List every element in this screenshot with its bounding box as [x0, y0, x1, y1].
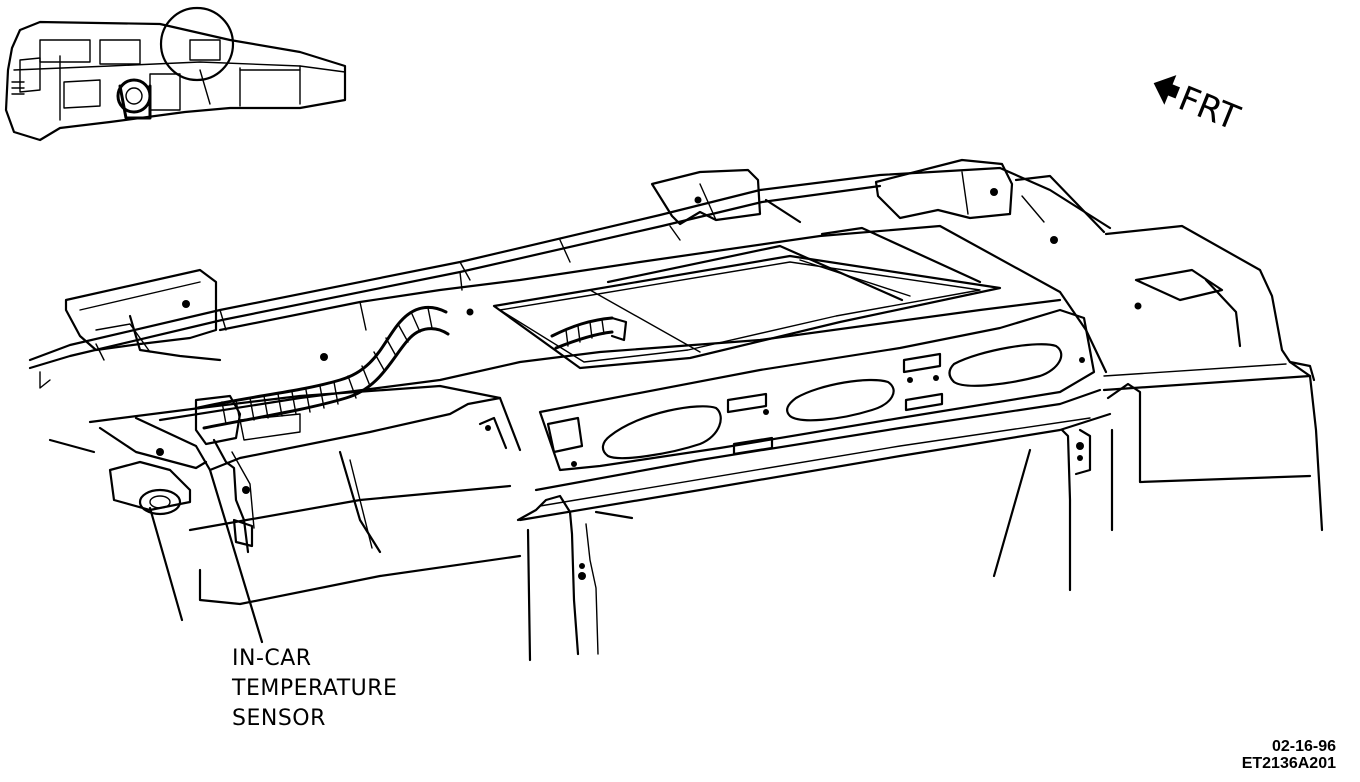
locator-inset	[4, 6, 347, 142]
sensor-duct-housing	[88, 384, 522, 606]
drawing-id: ET2136A201	[1241, 755, 1336, 772]
callout-line-3: SENSOR	[232, 706, 326, 731]
in-car-temperature-sensor	[194, 394, 255, 554]
callout-line-1: IN-CAR	[232, 646, 312, 671]
oval-hole-right	[948, 343, 1063, 387]
center-mounting-posts	[516, 494, 634, 662]
locator-dash-outline	[4, 20, 347, 142]
upper-mount-bracket	[650, 168, 802, 226]
drawing-date: 02-16-96	[1271, 738, 1336, 755]
oval-hole-left	[601, 405, 722, 460]
right-upper-bracket	[874, 158, 1106, 234]
locator-steering-wheel-icon	[116, 78, 152, 120]
front-cross-beam	[518, 308, 1112, 522]
upper-carrier-rail	[28, 166, 1112, 389]
drawing-code: 02-16-96 ET2136A201	[1242, 738, 1336, 772]
front-label: FRT	[1173, 79, 1245, 139]
deck-plate	[158, 224, 1108, 422]
right-end-box	[1102, 224, 1316, 392]
right-lower-mounts	[992, 360, 1324, 592]
front-arrow-icon	[1153, 75, 1181, 105]
aspirator-hose	[196, 305, 628, 430]
lower-left-support	[48, 438, 184, 622]
oval-hole-center	[786, 378, 895, 422]
locator-highlight-circle	[159, 6, 235, 82]
callout-line-2: TEMPERATURE	[232, 676, 398, 701]
callout-leader-line	[208, 468, 264, 644]
left-end-bracket	[64, 268, 222, 362]
sensor-callout-label: IN-CAR TEMPERATURE SENSOR	[232, 644, 397, 734]
